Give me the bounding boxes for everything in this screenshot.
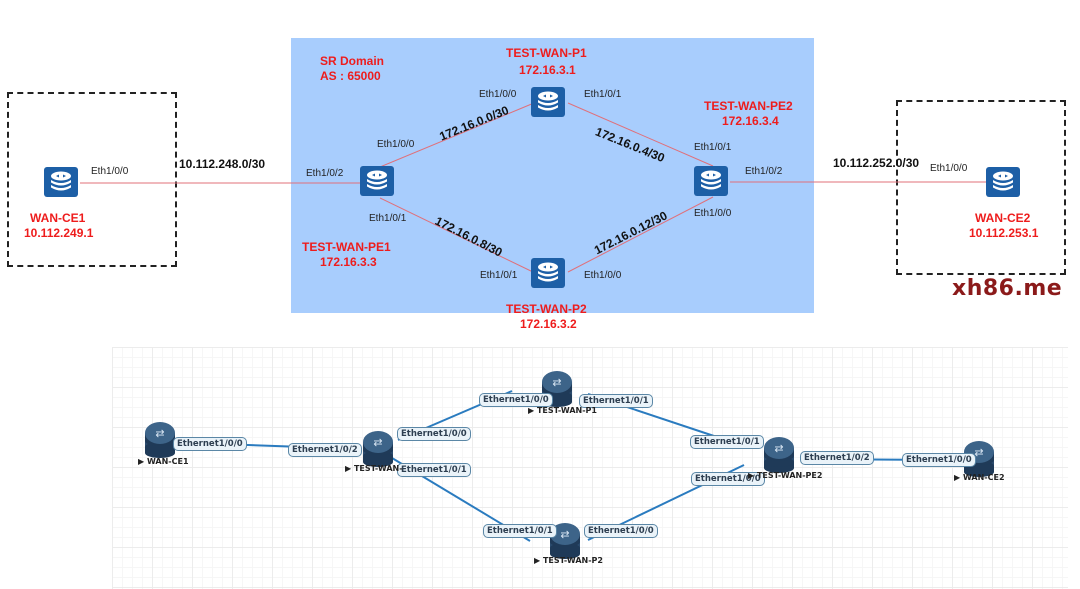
tag-p2-ethernet1-0-0[interactable]: Ethernet1/0/0 [584,524,658,538]
bnode-router-icon-pe1[interactable]: ⇄ [363,431,393,467]
router-arrows-icon: ⇄ [155,427,164,440]
ce2-site-boundary [896,100,1066,275]
tag-p1-ethernet1-0-0[interactable]: Ethernet1/0/0 [479,393,553,407]
p1-name: TEST-WAN-P1 [506,46,587,60]
ce2-ip: 10.112.253.1 [969,226,1039,240]
router-arrows-icon: ⇄ [552,376,561,389]
top-links [80,102,1000,273]
p2-name: TEST-WAN-P2 [506,302,587,316]
bnode-ce2-text: WAN-CE2 [962,473,1005,482]
bnode-pe2-label[interactable]: ▶ TEST-WAN-PE2 [748,471,823,480]
tag-pe1-ethernet1-0-0[interactable]: Ethernet1/0/0 [397,427,471,441]
watermark: xh86.me [952,276,1063,301]
port-p2-eth1-0-1: Eth1/0/1 [480,270,518,281]
link-p2-pe2 [567,196,714,273]
pe1-ip: 172.16.3.3 [320,255,377,269]
tag-ce2-ethernet1-0-0[interactable]: Ethernet1/0/0 [902,453,976,467]
tag-pe2-ethernet1-0-0[interactable]: Ethernet1/0/0 [691,472,765,486]
tag-pe2-ethernet1-0-2[interactable]: Ethernet1/0/2 [800,451,874,465]
bnode-pe1-label[interactable]: ▶ TEST-WAN- [345,464,403,473]
bnode-p2-label[interactable]: ▶ TEST-WAN-P2 [534,556,603,565]
port-ce2-eth1-0-0: Eth1/0/0 [930,163,968,174]
bnode-pe2-text: TEST-WAN-PE2 [756,471,823,480]
bnode-ce1-text: WAN-CE1 [146,457,189,466]
subnet-ce1-pe1: 10.112.248.0/30 [179,157,266,171]
port-p2-eth1-0-0: Eth1/0/0 [584,270,622,281]
port-p1-eth1-0-1: Eth1/0/1 [584,89,622,100]
tag-p2-ethernet1-0-1[interactable]: Ethernet1/0/1 [483,524,557,538]
router-arrows-icon: ⇄ [774,442,783,455]
port-pe2-eth1-0-2: Eth1/0/2 [745,166,783,177]
tag-pe2-ethernet1-0-1[interactable]: Ethernet1/0/1 [690,435,764,449]
router-icon-pe1[interactable] [360,166,394,196]
router-arrows-icon: ⇄ [373,436,382,449]
pe2-name: TEST-WAN-PE2 [704,99,793,113]
p1-ip: 172.16.3.1 [519,63,576,77]
subnet-pe2-ce2: 10.112.252.0/30 [833,156,920,170]
port-pe1-eth1-0-0: Eth1/0/0 [377,139,415,150]
port-pe2-eth1-0-1: Eth1/0/1 [694,142,732,153]
router-icon-ce1[interactable] [44,167,78,197]
router-icon-p2[interactable] [531,258,565,288]
bnode-p1-text: TEST-WAN-P1 [536,406,597,415]
bnode-p1-label[interactable]: ▶ TEST-WAN-P1 [528,406,597,415]
router-arrows-icon: ⇄ [974,446,983,459]
link-p1-pe2 [567,102,714,167]
bnode-router-icon-p2[interactable]: ⇄ [550,523,580,559]
bnode-p2-text: TEST-WAN-P2 [542,556,603,565]
tag-p1-ethernet1-0-1[interactable]: Ethernet1/0/1 [579,394,653,408]
bnode-router-icon-ce1[interactable]: ⇄ [145,422,175,458]
port-pe2-eth1-0-0: Eth1/0/0 [694,208,732,219]
port-ce1-eth1-0-0: Eth1/0/0 [91,166,129,177]
router-icon-ce2[interactable] [986,167,1020,197]
link-pe1-p2 [379,197,534,273]
pe1-name: TEST-WAN-PE1 [302,240,391,254]
bnode-ce1-label[interactable]: ▶ WAN-CE1 [138,457,189,466]
port-pe1-eth1-0-1: Eth1/0/1 [369,213,407,224]
tag-pe1-ethernet1-0-2[interactable]: Ethernet1/0/2 [288,443,362,457]
router-arrows-icon: ⇄ [560,528,569,541]
p2-ip: 172.16.3.2 [520,317,577,331]
pe2-ip: 172.16.3.4 [722,114,779,128]
emulator-topology-canvas[interactable] [112,347,1068,589]
bnode-ce2-label[interactable]: ▶ WAN-CE2 [954,473,1005,482]
ce1-ip: 10.112.249.1 [24,226,94,240]
port-pe1-eth1-0-2: Eth1/0/2 [306,168,344,179]
router-icon-pe2[interactable] [694,166,728,196]
ce1-name: WAN-CE1 [30,211,86,225]
link-pe1-p1 [379,102,535,168]
port-p1-eth1-0-0: Eth1/0/0 [479,89,517,100]
ce1-site-boundary [7,92,177,267]
sr-domain-title: SR Domain [320,54,385,68]
ce2-name: WAN-CE2 [975,211,1031,225]
tag-ce1-ethernet1-0-0[interactable]: Ethernet1/0/0 [173,437,247,451]
logical-topology-diagram: SR Domain AS : 65000 WAN-CE1 10.112.249.… [7,38,1066,331]
router-icon-p1[interactable] [531,87,565,117]
bnode-router-icon-pe2[interactable]: ⇄ [764,437,794,473]
tag-pe1-ethernet1-0-1[interactable]: Ethernet1/0/1 [397,463,471,477]
bnode-pe1-text: TEST-WAN- [353,464,403,473]
sr-domain-as: AS : 65000 [320,69,381,83]
